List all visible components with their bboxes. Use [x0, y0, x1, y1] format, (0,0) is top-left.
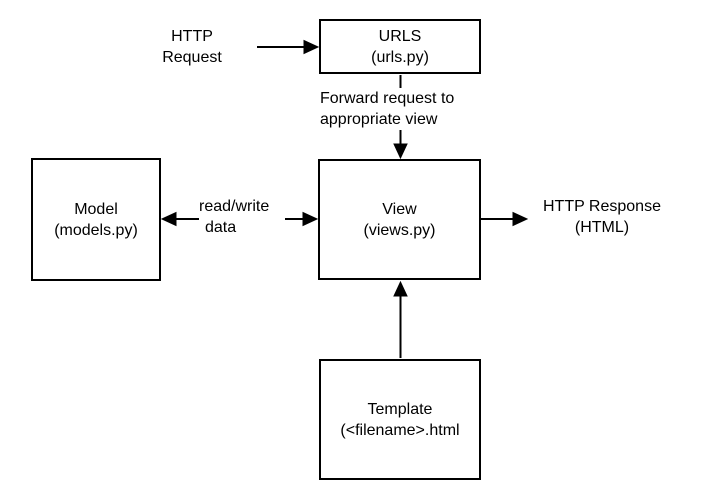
node-view-title: View: [382, 200, 417, 218]
node-urls: URLS (urls.py): [319, 19, 481, 74]
label-forward-request-line1: Forward request to: [320, 90, 455, 107]
arrowhead-right-icon: [512, 211, 529, 227]
label-http-request: HTTP Request: [152, 26, 232, 68]
arrowhead-left-icon: [160, 211, 177, 227]
arrowhead-right-icon: [303, 39, 320, 55]
label-http-response: HTTP Response (HTML): [530, 196, 674, 238]
arrow-view-to-http-response: [481, 211, 529, 227]
arrowhead-down-icon: [393, 143, 408, 160]
label-read-write-data: read/write data: [199, 196, 285, 238]
arrowhead-up-icon: [393, 280, 408, 297]
label-forward-request-line2: appropriate view: [320, 111, 438, 128]
node-view-subtitle: (views.py): [363, 221, 436, 239]
node-template: Template (<filename>.html: [319, 359, 481, 480]
node-urls-subtitle: (urls.py): [371, 48, 429, 66]
label-read-write-line2: data: [205, 219, 237, 236]
arrowhead-right-icon: [302, 211, 319, 227]
arrow-template-to-view: [393, 280, 408, 358]
arrow-http-request-to-urls: [257, 39, 320, 55]
node-template-title: Template: [367, 400, 433, 418]
node-model: Model (models.py): [31, 158, 161, 281]
node-view: View (views.py): [318, 159, 481, 280]
node-model-subtitle: (models.py): [54, 221, 138, 239]
label-http-response-line1: HTTP Response: [543, 198, 661, 215]
node-template-subtitle: (<filename>.html: [340, 421, 460, 439]
node-model-title: Model: [74, 200, 118, 218]
label-http-response-line2: (HTML): [574, 219, 630, 236]
label-http-request-line2: Request: [162, 49, 222, 66]
label-http-request-line1: HTTP: [171, 28, 213, 45]
label-forward-request: Forward request to appropriate view: [320, 88, 478, 130]
label-read-write-line1: read/write: [199, 198, 270, 215]
node-urls-title: URLS: [378, 27, 422, 45]
